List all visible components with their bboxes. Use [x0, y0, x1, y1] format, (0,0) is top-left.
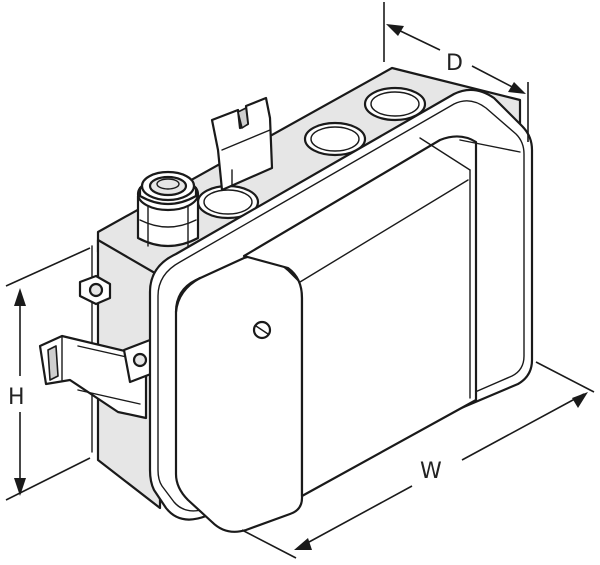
top-mounting-bracket	[210, 96, 274, 192]
dimension-depth: D	[383, 2, 529, 142]
dimension-width: W	[241, 361, 595, 559]
knockout-hole	[303, 121, 367, 157]
height-label: H	[8, 385, 25, 410]
dimension-height: H	[5, 247, 91, 501]
cable-gland	[136, 170, 200, 248]
side-mounting-bracket	[38, 334, 158, 420]
knockout-hole	[363, 86, 427, 122]
lid-front-panel	[174, 135, 521, 533]
depth-label: D	[446, 51, 463, 76]
side-nut	[78, 274, 112, 306]
lid-screw	[252, 320, 272, 340]
width-label: W	[420, 459, 442, 484]
knockout-holes	[196, 86, 427, 220]
